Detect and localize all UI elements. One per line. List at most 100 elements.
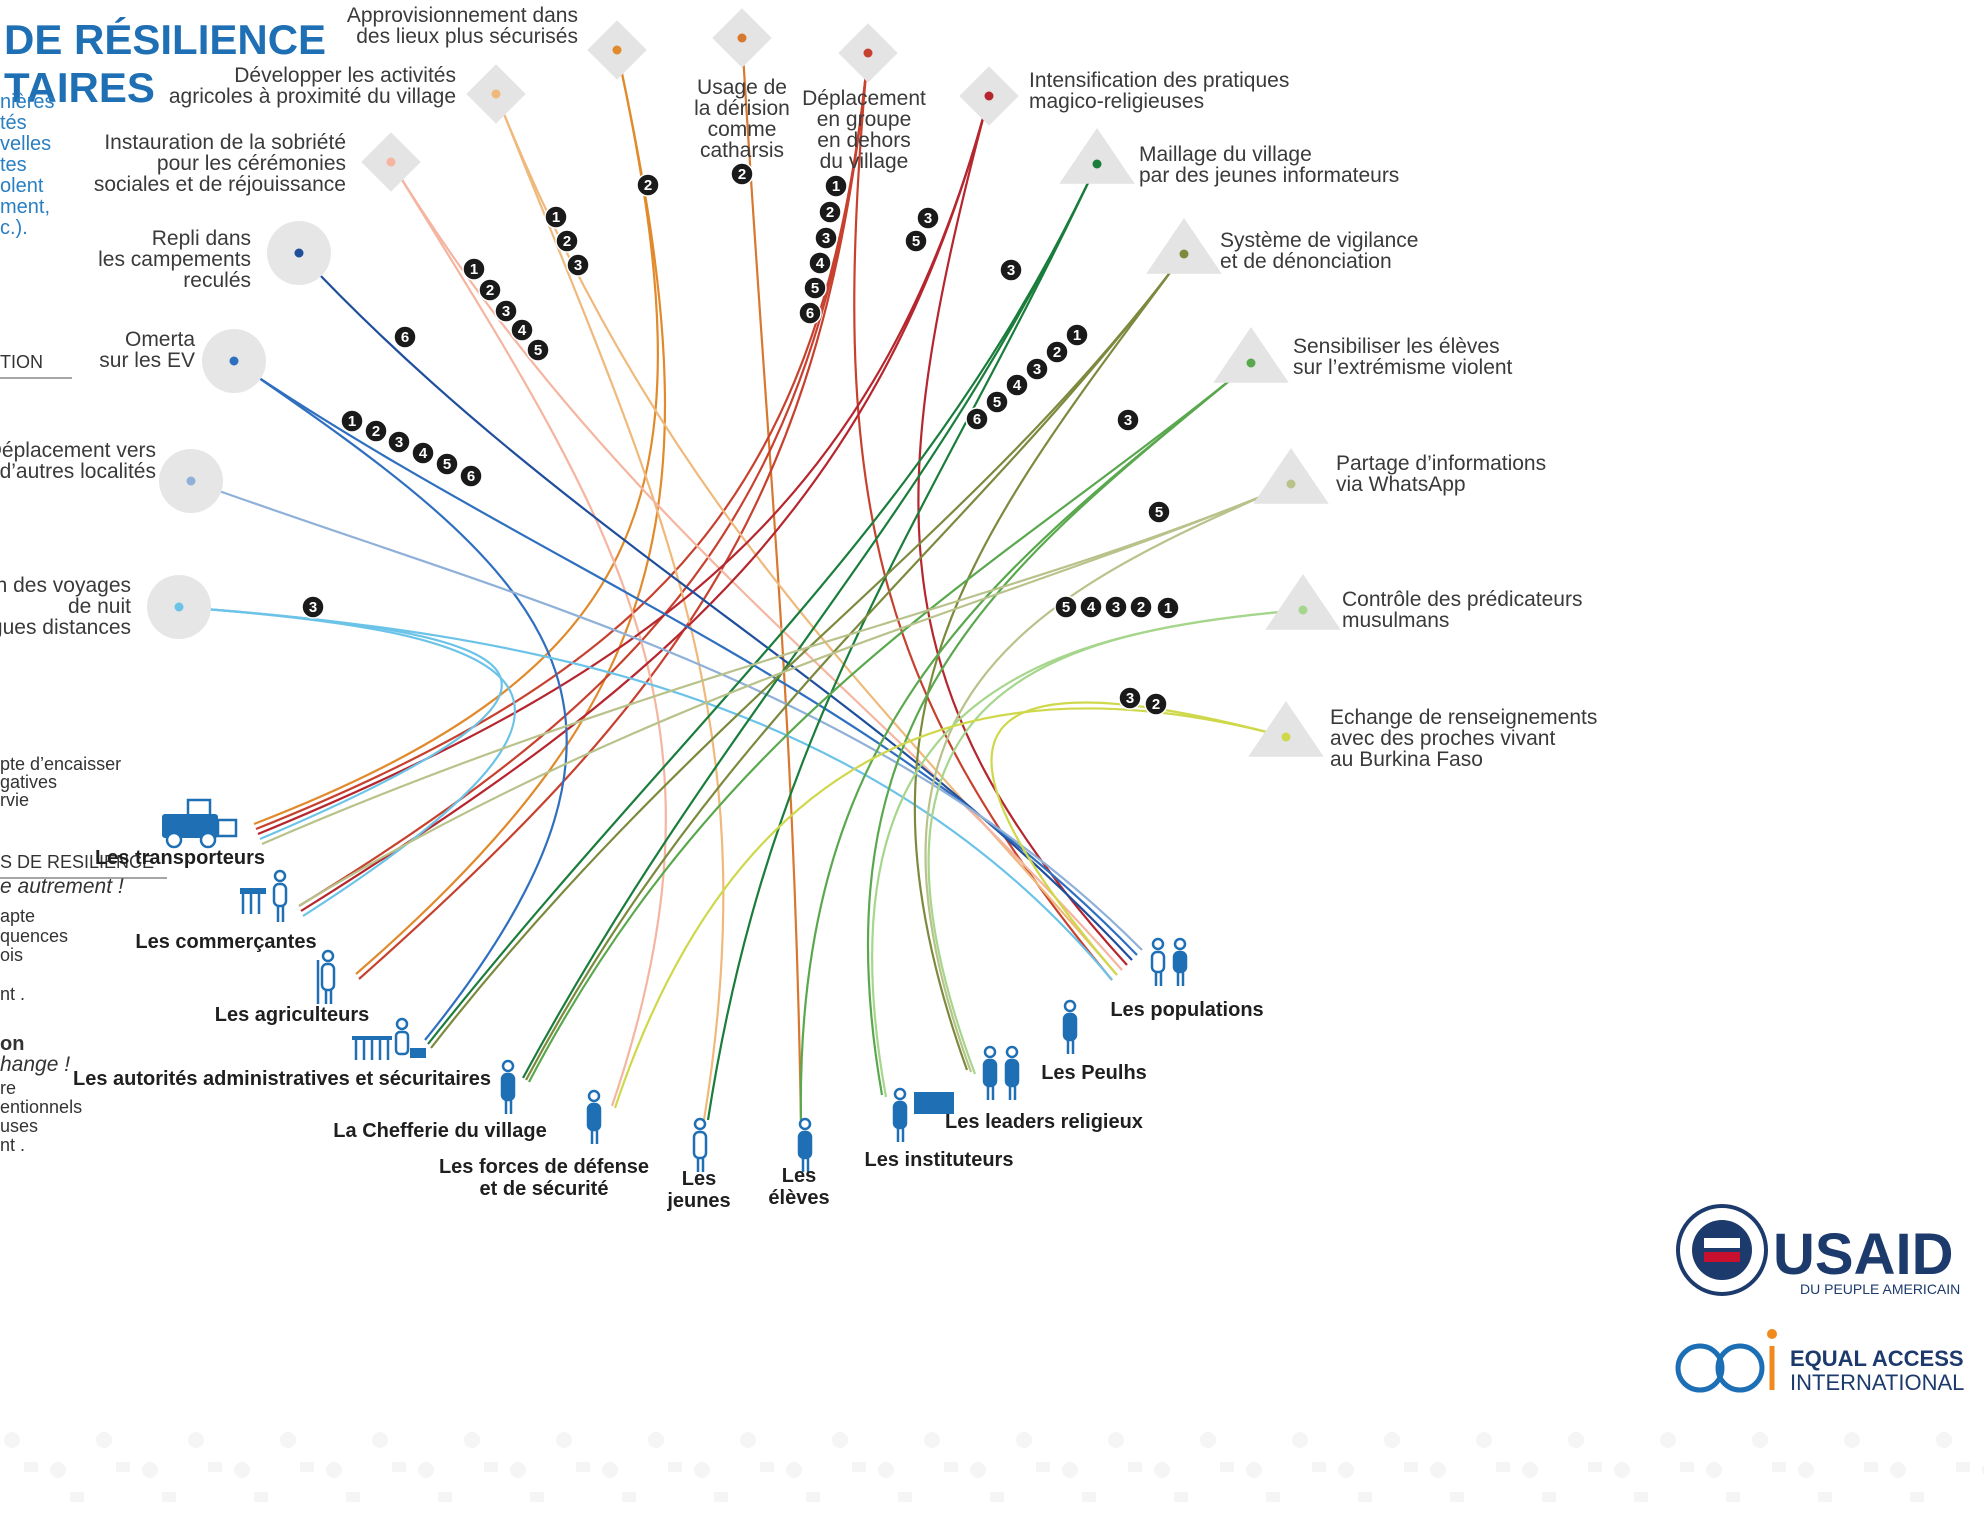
connection-line [913,253,1185,1071]
pattern-motif [990,1492,1004,1502]
strategy-label-line: ongues distances [0,616,131,639]
actor-number-badge: 3 [1104,595,1128,619]
actor-number-badge: 2 [1045,340,1069,364]
side-note-line: pte d’encaisser [0,754,121,774]
pattern-motif [70,1492,84,1502]
badge-number: 4 [419,445,428,462]
pattern-motif [1772,1462,1786,1472]
strategy-label-line: sur les EV [99,349,195,372]
pattern-motif [740,1432,756,1448]
actor-label-line: La Chefferie du village [333,1120,546,1142]
pattern-motif [1614,1462,1630,1478]
intro-line: c.). [0,217,28,239]
side-note-line: quences [0,926,68,946]
pattern-motif [924,1432,940,1448]
strategy-dot [229,356,239,366]
eai-wordmark-line2: INTERNATIONAL [1790,1370,1964,1395]
pattern-motif [1450,1492,1464,1502]
pattern-motif [878,1462,894,1478]
actor-label: Les commerçantes [135,931,316,953]
strategy-label-line: de nuit [68,595,131,618]
page-title-line2: TAIRES [4,64,155,111]
pattern-motif [714,1492,728,1502]
actor-number-badge: 3 [494,299,518,323]
pattern-motif [1016,1432,1032,1448]
triangle-marker [1146,218,1222,274]
connection-line [430,253,1185,1049]
actor-number-badge: 3 [916,206,940,230]
actor-label: Les agriculteurs [215,1004,370,1026]
pattern-motif [1680,1462,1694,1472]
people-icon [1150,937,1188,986]
strategy-label-line: Usage de [697,76,787,99]
pattern-motif [852,1462,866,1472]
actor-number-badge: 5 [526,338,550,362]
connection-line [799,362,1252,1123]
actor-number-badge: 4 [1005,373,1029,397]
pattern-motif [464,1432,480,1448]
pattern-motif [96,1432,112,1448]
strategy-label-line: agricoles à proximité du village [169,85,456,108]
side-note-line: rvie [0,790,29,810]
strategy-label-line: magico-religieuses [1029,90,1204,113]
pattern-motif [1200,1432,1216,1448]
badge-number: 5 [811,280,819,297]
pattern-motif [1956,1462,1970,1472]
actor-number-badge: 3 [814,226,838,250]
actor-label-line: Les agriculteurs [215,1004,370,1026]
badge-number: 6 [467,468,475,485]
intro-line: ment, [0,196,50,218]
side-note-line: ois [0,945,23,965]
actor-number-badge: 3 [566,253,590,277]
actor-number-badge: 4 [411,441,435,465]
intro-line: olent [0,175,44,197]
pattern-motif [602,1462,618,1478]
actor-number-badge: 2 [1144,692,1168,716]
actor-number-badge: 1 [1156,596,1180,620]
pattern-motif [1588,1462,1602,1472]
badge-number: 2 [644,177,652,194]
actor-group: Les autorités administratives et sécurit… [73,1017,491,1090]
badge-number: 3 [1126,690,1134,707]
eai-logo-icon [1675,1329,1777,1393]
eai-wordmark-line1: EQUAL ACCESS [1790,1346,1964,1371]
pattern-motif [832,1432,848,1448]
actor-number-badge: 6 [965,407,989,431]
pattern-motif [24,1462,38,1472]
connection-line [390,161,667,1107]
student-icon [797,1117,813,1172]
pattern-motif [50,1462,66,1478]
actor-number-badge: 1 [824,174,848,198]
pattern-motif [622,1492,636,1502]
connection-line [924,482,1292,1073]
strategy-dot [174,602,184,612]
actor-number-badge: 2 [364,419,388,443]
strategy-dot [386,157,396,167]
actor-number-badge: 3 [1116,408,1140,432]
pattern-motif [1220,1462,1234,1472]
pattern-motif [1936,1432,1952,1448]
strategy-dot [1179,249,1189,259]
strategy-label-line: Système de vigilance [1220,229,1418,252]
actor-label-line: Les instituteurs [865,1149,1014,1171]
side-note-line: gatives [0,772,57,792]
actor-label-line: Les [682,1168,716,1190]
badge-number: 6 [806,305,814,322]
badge-number: 2 [1053,344,1061,361]
connection-line [298,482,1292,907]
actor-number-badge: 6 [393,325,417,349]
